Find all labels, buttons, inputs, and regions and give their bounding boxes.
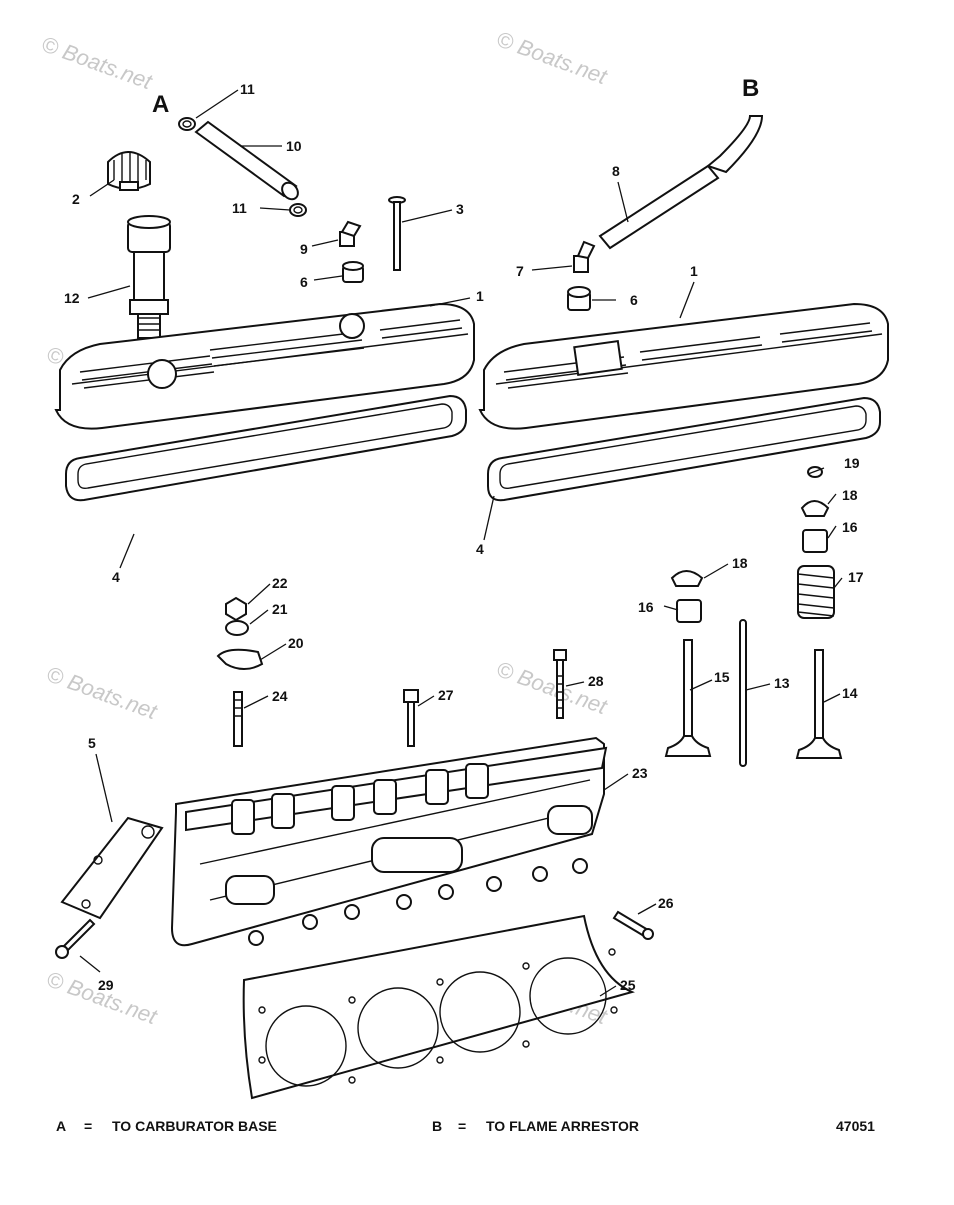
callout-28: 28	[588, 673, 604, 689]
valve-cover-gasket-left-part	[65, 394, 467, 502]
section-b-label: B	[742, 75, 759, 102]
legend-b-key: B	[432, 1118, 442, 1134]
callout-26: 26	[658, 895, 674, 911]
callout-1: 1	[690, 263, 698, 279]
port-row	[225, 805, 593, 905]
valve-spring-row	[231, 763, 489, 835]
callout-29: 29	[98, 977, 114, 993]
oil-fill-cap-part	[107, 151, 151, 191]
valve-cover-gasket-right-part	[487, 396, 881, 502]
valve-seal-part	[802, 529, 828, 553]
callout-9: 9	[300, 241, 308, 257]
valve-cover-right-part	[478, 302, 889, 430]
breather-tube-part	[127, 215, 171, 339]
grommet-part	[567, 286, 591, 311]
breather-hose-part	[598, 115, 764, 250]
valve-cover-left-part	[54, 302, 475, 430]
callout-24: 24	[272, 688, 288, 704]
elbow-fitting-part	[339, 220, 362, 247]
rocker-stud-part	[233, 691, 243, 747]
plate-screw-part	[55, 918, 96, 959]
callout-21: 21	[272, 601, 288, 617]
spring-retainer-part	[670, 570, 704, 587]
head-screw-part	[612, 910, 654, 940]
legend-b-text: TO FLAME ARRESTOR	[486, 1118, 639, 1134]
footer-legend: A = TO CARBURATOR BASE B = TO FLAME ARRE…	[56, 1118, 875, 1134]
leader-lines	[79, 89, 843, 997]
watermark: © Boats.net	[493, 26, 611, 89]
rocker-ball-part	[225, 620, 249, 636]
stud-part	[553, 649, 567, 719]
rocker-arm-part	[216, 648, 264, 670]
legend-a-text: TO CARBURATOR BASE	[112, 1118, 277, 1134]
legend-b-equals: =	[458, 1118, 466, 1134]
grommet-part	[342, 261, 364, 283]
cylinder-head-part	[170, 736, 608, 947]
rocker-nut-part	[225, 596, 247, 622]
callout-11: 11	[232, 200, 247, 216]
head-gasket-part	[242, 914, 635, 1100]
spring-retainer-part	[800, 500, 830, 517]
watermark: © Boats.net	[43, 661, 161, 724]
callout-18: 18	[732, 555, 748, 571]
exhaust-valve-part	[795, 649, 843, 759]
spark-plug-holes	[248, 858, 588, 946]
legend-a-equals: =	[84, 1118, 92, 1134]
callout-4: 4	[112, 569, 120, 585]
callout-5: 5	[88, 735, 96, 751]
callout-20: 20	[288, 635, 304, 651]
cover-bolt-part	[388, 196, 406, 271]
callout-15: 15	[714, 669, 730, 685]
valve-spring-part	[797, 565, 835, 619]
callout-3: 3	[456, 201, 464, 217]
elbow-fitting-part	[573, 240, 596, 273]
callout-6: 6	[300, 274, 308, 290]
gasket-bolt-holes	[258, 948, 618, 1084]
callout-25: 25	[620, 977, 636, 993]
callout-6: 6	[630, 292, 638, 308]
callout-13: 13	[774, 675, 790, 691]
figure-number: 47051	[836, 1118, 875, 1134]
callout-8: 8	[612, 163, 620, 179]
callout-16: 16	[842, 519, 858, 535]
callout-18: 18	[842, 487, 858, 503]
deflector-plate-part	[60, 816, 164, 920]
callout-11: 11	[240, 81, 255, 97]
valve-seal-part	[676, 599, 702, 623]
legend-a-key: A	[56, 1118, 66, 1134]
callout-19: 19	[844, 455, 860, 471]
callout-1: 1	[476, 288, 484, 304]
callout-17: 17	[848, 569, 864, 585]
intake-valve-part	[664, 639, 712, 757]
hose-part	[194, 120, 299, 201]
callout-27: 27	[438, 687, 454, 703]
section-a-label: A	[152, 91, 169, 118]
callout-numbers: 11 10 11 2 3 9 6 12 1 8 7 6 1 4 4 19 18 …	[64, 81, 864, 993]
watermark: © Boats.net	[38, 31, 156, 94]
callout-12: 12	[64, 290, 80, 306]
watermark: © Boats.net	[43, 966, 161, 1029]
callout-22: 22	[272, 575, 288, 591]
callout-14: 14	[842, 685, 858, 701]
callout-10: 10	[286, 138, 302, 154]
pushrod-part	[739, 619, 747, 767]
callout-23: 23	[632, 765, 648, 781]
callout-4: 4	[476, 541, 484, 557]
head-bolt-part	[403, 689, 419, 747]
callout-7: 7	[516, 263, 524, 279]
callout-16: 16	[638, 599, 654, 615]
callout-2: 2	[72, 191, 80, 207]
